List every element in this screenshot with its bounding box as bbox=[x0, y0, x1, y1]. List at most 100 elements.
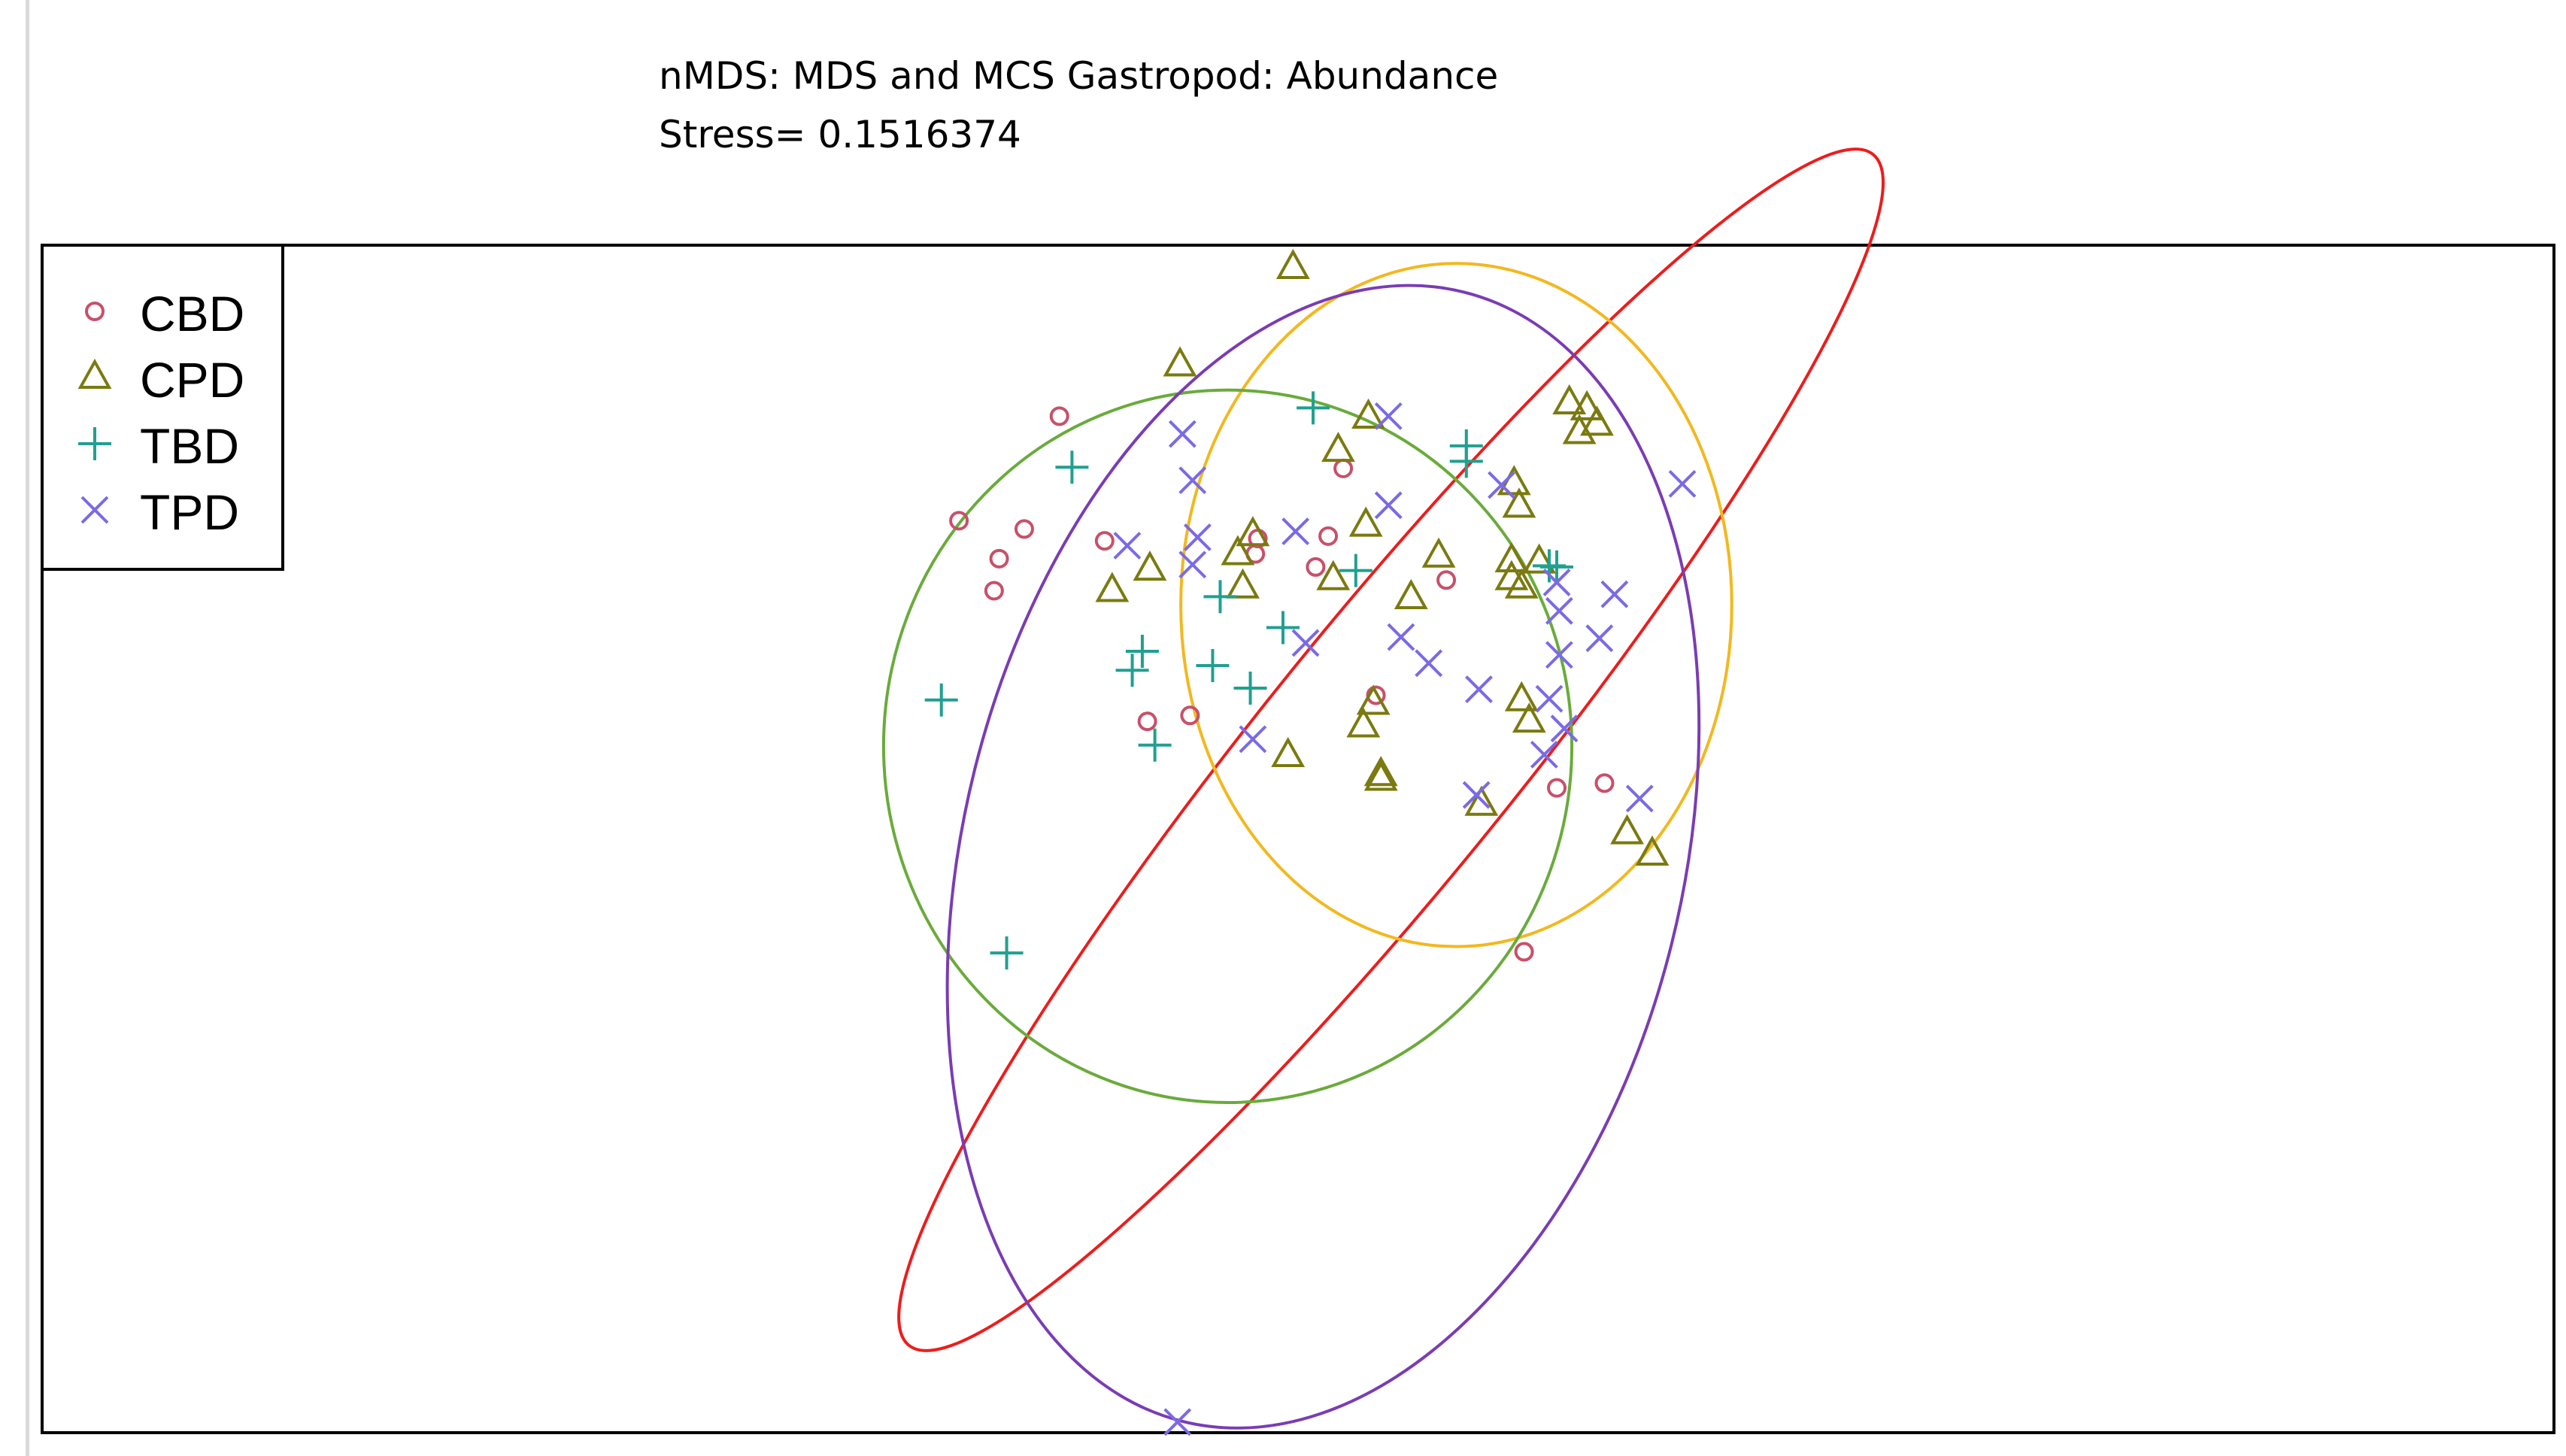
point-tpd-3 bbox=[1183, 523, 1212, 551]
legend-marker-cpd bbox=[77, 358, 112, 389]
point-tbd-8 bbox=[1203, 580, 1237, 614]
point-cbd-17 bbox=[1594, 773, 1615, 793]
point-cpd-20 bbox=[1494, 541, 1529, 573]
point-cpd-6 bbox=[1226, 568, 1260, 599]
point-cbd-10 bbox=[1318, 526, 1339, 546]
point-cpd-19 bbox=[1502, 487, 1536, 518]
point-cpd-4 bbox=[1236, 516, 1270, 547]
point-cpd-11 bbox=[1421, 537, 1456, 568]
point-tpd-8 bbox=[1488, 471, 1515, 499]
ellipse-tpd bbox=[945, 284, 1701, 1430]
point-tbd-5 bbox=[1125, 635, 1159, 669]
point-tbd-3 bbox=[1449, 444, 1483, 478]
point-tpd-15 bbox=[1545, 641, 1573, 669]
point-tbd-14 bbox=[990, 936, 1024, 970]
point-tpd-21 bbox=[1668, 469, 1697, 498]
chart-title: nMDS: MDS and MCS Gastropod: Abundance bbox=[659, 54, 1499, 98]
point-cpd-0 bbox=[1275, 248, 1310, 280]
point-cpd-24 bbox=[1504, 681, 1539, 711]
point-cpd-10 bbox=[1348, 506, 1383, 537]
legend-label-tpd: TPD bbox=[140, 484, 239, 540]
point-tpd-6 bbox=[1113, 532, 1142, 560]
point-cpd-17 bbox=[1363, 760, 1398, 791]
point-cbd-9 bbox=[1333, 458, 1354, 478]
point-cpd-12 bbox=[1394, 578, 1428, 609]
point-cpd-31 bbox=[1610, 814, 1644, 845]
point-cpd-21 bbox=[1522, 543, 1557, 574]
point-cpd-13 bbox=[1356, 684, 1391, 715]
point-tpd-22 bbox=[1550, 714, 1579, 743]
point-cbd-16 bbox=[1547, 778, 1567, 798]
point-cpd-27 bbox=[1570, 390, 1604, 420]
point-tpd-19 bbox=[1239, 725, 1267, 754]
point-cbd-11 bbox=[1436, 570, 1457, 590]
ellipse-cpd bbox=[1179, 262, 1733, 948]
point-cpd-15 bbox=[1271, 736, 1306, 767]
legend-label-cpd: CPD bbox=[140, 352, 244, 408]
point-tbd-7 bbox=[1196, 648, 1230, 682]
point-tbd-10 bbox=[1266, 611, 1300, 645]
point-cbd-1 bbox=[984, 581, 1004, 601]
point-cpd-5 bbox=[1221, 535, 1255, 566]
point-tpd-11 bbox=[1545, 596, 1573, 625]
point-tpd-4 bbox=[1281, 517, 1310, 545]
point-cpd-29 bbox=[1580, 405, 1614, 436]
ellipse-layer bbox=[881, 147, 1885, 1430]
point-tpd-16 bbox=[1415, 649, 1443, 678]
point-cpd-8 bbox=[1095, 572, 1130, 602]
point-tpd-18 bbox=[1535, 684, 1564, 713]
point-tpd-1 bbox=[1168, 420, 1197, 448]
chart-subtitle: Stress= 0.1516374 bbox=[659, 113, 1021, 156]
point-cpd-7 bbox=[1133, 550, 1167, 581]
point-tpd-13 bbox=[1387, 623, 1415, 651]
point-cbd-5 bbox=[1014, 519, 1034, 539]
point-cpd-30 bbox=[1464, 785, 1499, 816]
point-tpd-12 bbox=[1585, 624, 1614, 653]
point-cpd-9 bbox=[1316, 560, 1351, 590]
legend-box bbox=[41, 244, 284, 571]
ellipse-tbd bbox=[881, 388, 1574, 1105]
point-tpd-10 bbox=[1542, 569, 1571, 596]
point-cbd-14 bbox=[1180, 705, 1200, 726]
point-cpd-2 bbox=[1351, 398, 1385, 429]
legend-marker-tbd bbox=[78, 427, 111, 460]
legend-marker-tpd bbox=[80, 496, 109, 524]
point-tbd-11 bbox=[1339, 554, 1372, 587]
chart-title-block: nMDS: MDS and MCS Gastropod: Abundance S… bbox=[659, 47, 1498, 164]
point-tpd-9 bbox=[1600, 580, 1629, 608]
point-cbd-15 bbox=[1514, 942, 1534, 962]
point-tpd-17 bbox=[1465, 675, 1493, 703]
legend-label-tbd: TBD bbox=[140, 418, 239, 474]
point-cpd-25 bbox=[1512, 702, 1546, 733]
point-cpd-14 bbox=[1346, 707, 1381, 738]
point-cbd-4 bbox=[1094, 531, 1115, 551]
point-cbd-2 bbox=[989, 548, 1009, 569]
point-cbd-8 bbox=[1306, 557, 1326, 577]
point-cpd-23 bbox=[1504, 568, 1539, 599]
point-tbd-0 bbox=[1055, 450, 1089, 484]
point-tpd-5 bbox=[1374, 491, 1403, 520]
point-cpd-1 bbox=[1163, 346, 1197, 377]
point-cpd-22 bbox=[1494, 560, 1529, 590]
point-tpd-7 bbox=[1178, 551, 1207, 579]
point-cbd-3 bbox=[949, 511, 969, 531]
point-tpd-24 bbox=[1163, 1408, 1192, 1436]
point-cpd-32 bbox=[1635, 835, 1670, 866]
legend-label-cbd: CBD bbox=[140, 286, 244, 341]
point-tpd-0 bbox=[1374, 402, 1403, 430]
point-tbd-9 bbox=[1233, 671, 1267, 705]
window-edge-divider bbox=[26, 0, 29, 1456]
point-tbd-12 bbox=[1138, 728, 1172, 762]
point-cbd-13 bbox=[1137, 711, 1157, 732]
point-cpd-3 bbox=[1321, 432, 1355, 463]
point-tpd-23 bbox=[1625, 784, 1654, 813]
point-cpd-16 bbox=[1363, 756, 1398, 787]
point-cpd-26 bbox=[1552, 384, 1587, 415]
legend: CBD CPD TBD TPD bbox=[41, 244, 284, 571]
point-tbd-1 bbox=[1297, 391, 1330, 425]
plot-frame bbox=[41, 244, 2555, 1434]
point-layer bbox=[924, 248, 1697, 1436]
point-tpd-20 bbox=[1462, 781, 1491, 809]
point-tbd-4 bbox=[924, 683, 958, 717]
